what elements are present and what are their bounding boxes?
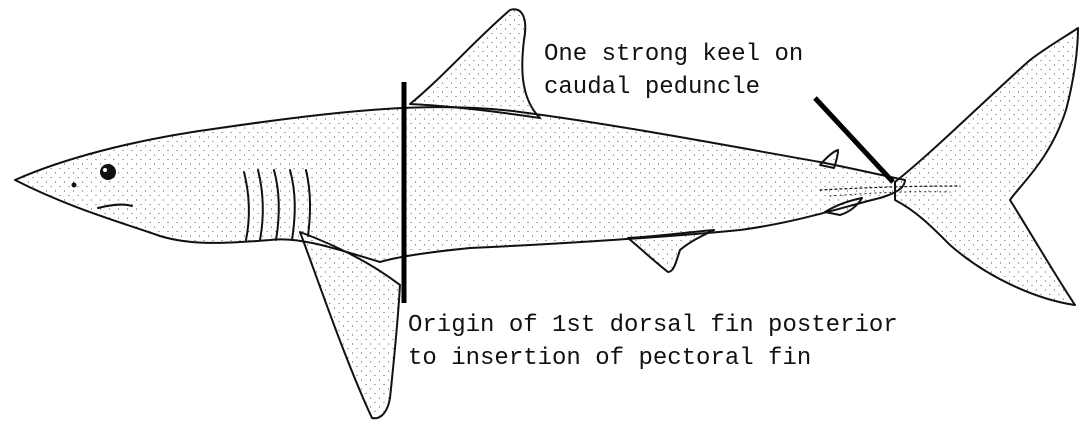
second-dorsal-fin	[820, 150, 838, 168]
first-dorsal-fin	[410, 9, 540, 118]
shark-body	[15, 107, 905, 262]
keel-label-line1: One strong keel on	[544, 41, 803, 68]
dorsal-label-line1: Origin of 1st dorsal fin posterior	[408, 312, 898, 339]
dorsal-label-line2: to insertion of pectoral fin	[408, 345, 811, 372]
nostril	[72, 183, 77, 188]
eye	[101, 165, 115, 179]
keel-label-line2: caudal peduncle	[544, 74, 760, 101]
caudal-fin	[895, 28, 1078, 305]
pelvic-fin	[628, 230, 714, 272]
